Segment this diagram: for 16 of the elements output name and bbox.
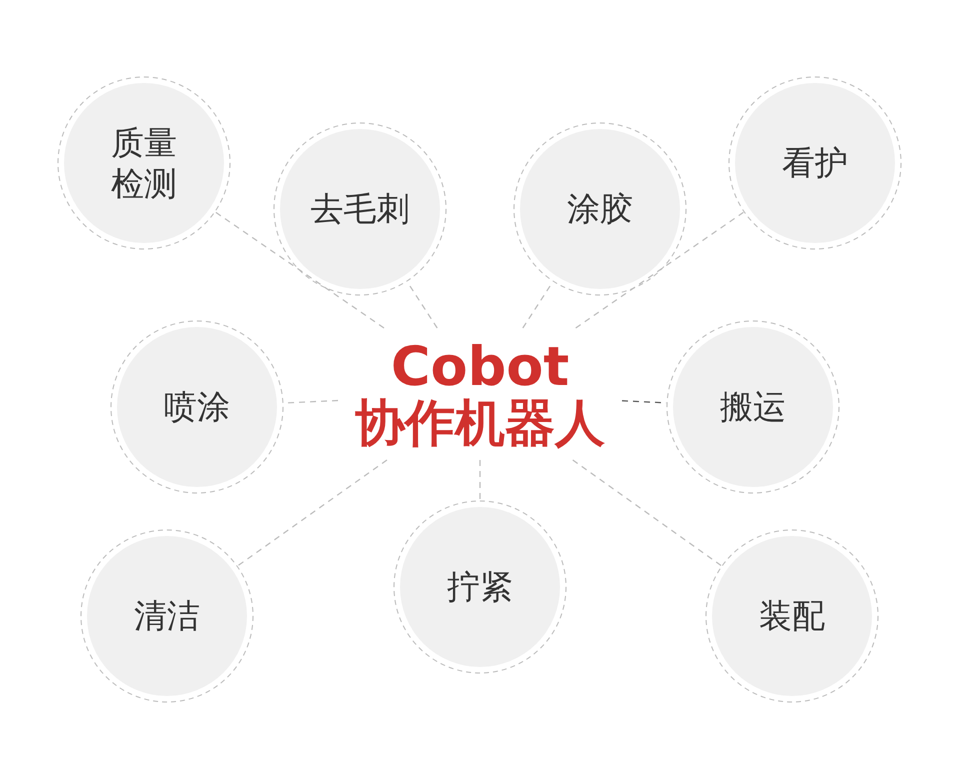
circle-label: 喷涂: [164, 386, 230, 428]
circle-label: 质量检测: [110, 122, 178, 204]
circle-label: 清洁: [134, 595, 200, 637]
circle-label: 装配: [759, 595, 825, 637]
circle-label: 涂胶: [567, 188, 633, 230]
title-text: Cobot: [390, 336, 570, 396]
circle-label: 去毛刺: [310, 188, 410, 230]
connector-line: [479, 460, 481, 500]
circle-label: 拧紧: [447, 566, 513, 608]
title-text: 协作机器人: [355, 396, 605, 452]
circle-label: 看护: [782, 142, 848, 184]
connector-line: [215, 212, 384, 328]
connector-line: [575, 212, 744, 328]
connector-line: [572, 460, 722, 566]
circle-label: 搬运: [720, 386, 786, 428]
connector-line: [238, 460, 388, 566]
